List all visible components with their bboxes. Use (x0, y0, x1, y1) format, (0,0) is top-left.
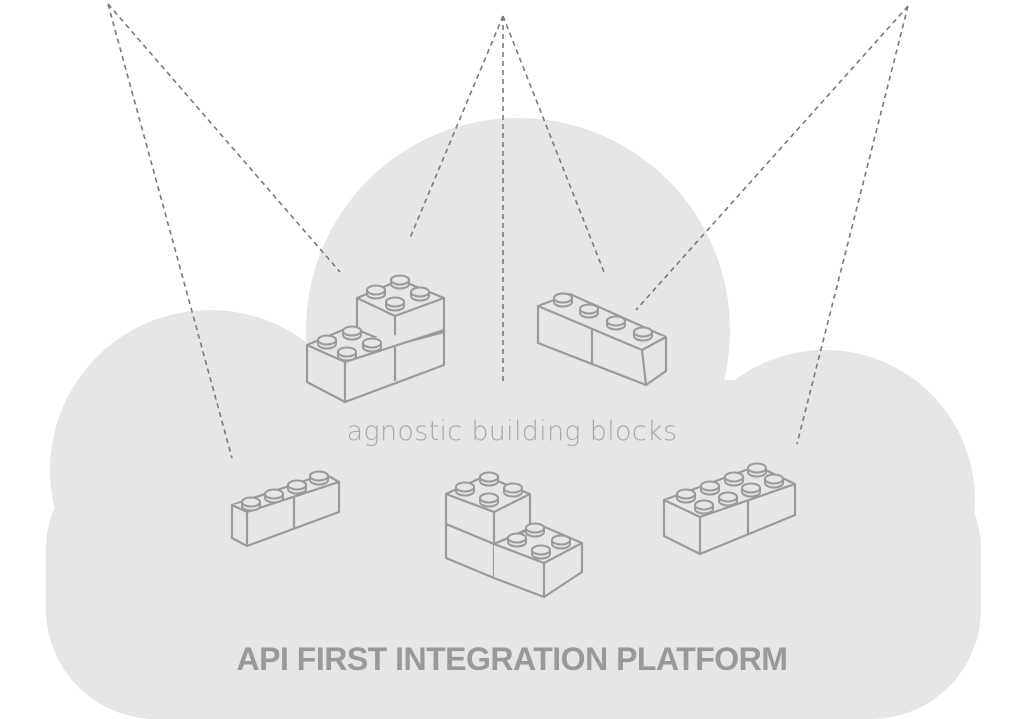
brick-small-left (230, 470, 341, 548)
connector-line (107, 3, 233, 459)
connector-line (635, 5, 909, 311)
brick-wide-right (662, 462, 797, 556)
brick-stack-center (444, 471, 584, 599)
building-blocks-caption: agnostic building blocks (346, 416, 678, 447)
connector-line (796, 5, 909, 445)
connector-lines (107, 3, 909, 459)
brick-stack-top-left (305, 274, 446, 404)
connector-line (107, 3, 341, 273)
connector-line (409, 15, 504, 239)
platform-title: API FIRST INTEGRATION PLATFORM (236, 641, 788, 677)
connector-line (502, 15, 605, 273)
brick-two-long-top-right (536, 292, 668, 387)
